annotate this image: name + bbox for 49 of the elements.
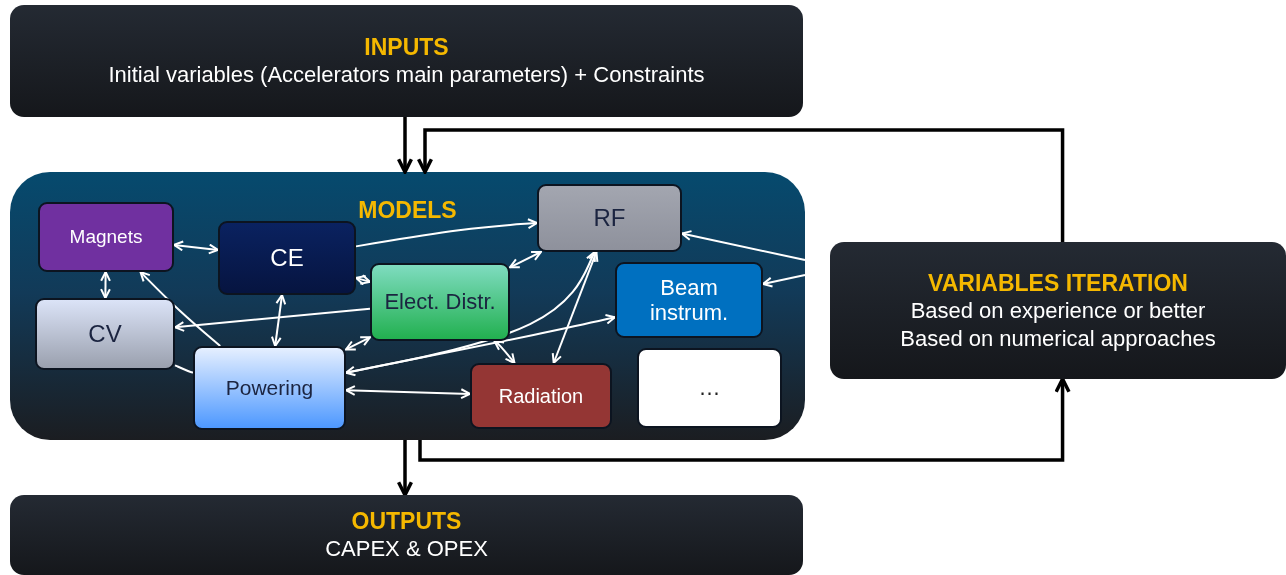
model-box (38, 202, 174, 272)
box-label: CE (269, 244, 305, 272)
arrow (762, 274, 806, 288)
model-box (193, 346, 346, 430)
output-box (10, 495, 803, 575)
iteration-box (830, 242, 1286, 379)
arrow (493, 340, 516, 364)
arrow (509, 250, 542, 269)
body-text: Based on experience or better (909, 296, 1207, 325)
arrow (174, 307, 371, 332)
arrow (345, 385, 471, 400)
models-panel (10, 172, 805, 440)
box-label: CV (87, 320, 123, 348)
arrow (345, 336, 371, 351)
box-label: Beam instrum. (648, 274, 730, 326)
box-label: RF (592, 204, 627, 232)
model-box (35, 298, 175, 370)
box-label: Radiation (497, 384, 585, 408)
heading: OUTPUTS (350, 507, 463, 535)
heading: INPUTS (363, 33, 450, 61)
arrow (551, 251, 599, 364)
arrow (139, 271, 222, 347)
box-label: … (697, 375, 722, 401)
arrow (355, 218, 538, 248)
model-box (637, 348, 782, 428)
arrow (681, 230, 806, 261)
box-label: Elect. Distr. (383, 289, 497, 315)
body-text: Initial variables (Accelerators main parameters) + Constraints (107, 61, 706, 89)
arrow (396, 117, 414, 174)
arrow (418, 377, 1071, 462)
body-text: CAPEX & OPEX (324, 535, 489, 563)
heading: VARIABLES ITERATION (927, 268, 1189, 297)
box-label: Magnets (68, 226, 144, 248)
arrow (100, 271, 111, 299)
model-box (370, 263, 510, 341)
input-box (10, 5, 803, 117)
body-text: Based on numerical approaches (899, 324, 1217, 353)
arrow (345, 251, 596, 377)
arrow (416, 128, 1065, 242)
model-box (537, 184, 682, 252)
arrow (173, 240, 219, 255)
model-box (470, 363, 612, 429)
heading: MODELS (357, 196, 458, 224)
model-box (218, 221, 356, 295)
model-box (615, 262, 763, 338)
arrow (355, 274, 371, 286)
arrow (396, 440, 414, 497)
box-label: Powering (224, 375, 315, 401)
arrow (270, 294, 287, 347)
